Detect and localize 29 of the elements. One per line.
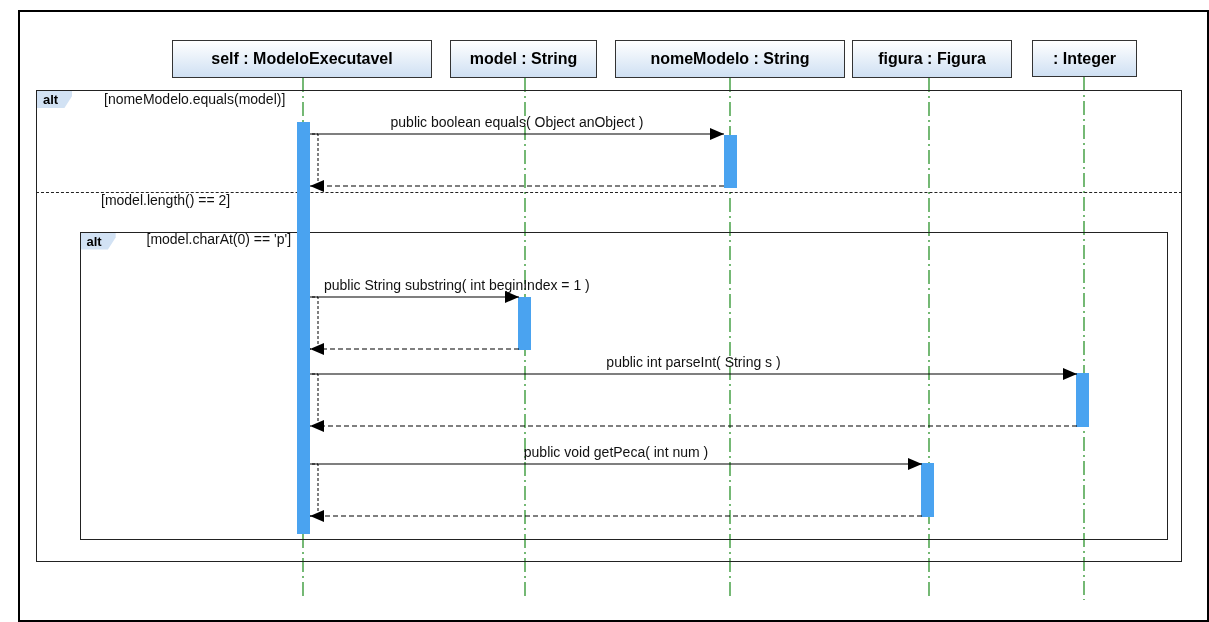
activation-bar <box>518 297 531 350</box>
return-message-arrow <box>309 343 520 355</box>
message-label: public String substring( int beginIndex = 1 ) <box>324 277 590 293</box>
guard-condition: [model.charAt(0) == 'p'] <box>146 230 292 247</box>
message-label: public int parseInt( String s ) <box>606 354 781 370</box>
guard-condition: [model.length() == 2] <box>101 192 231 208</box>
fragment-operator: alt <box>37 91 73 108</box>
lifeline-head: model : String <box>450 40 597 78</box>
message-arrow <box>309 128 725 140</box>
lifeline-head: : Integer <box>1032 40 1137 77</box>
combined-fragment <box>36 90 1182 562</box>
activation-bar <box>921 463 934 517</box>
lifeline-head: nomeModelo : String <box>615 40 845 78</box>
combined-fragment <box>79 231 1168 540</box>
message-arrow <box>309 291 520 303</box>
lifeline-head: figura : Figura <box>852 40 1012 78</box>
message-arrow <box>309 368 1078 380</box>
fragment-operator: alt <box>80 232 116 250</box>
message-label: public boolean equals( Object anObject ) <box>390 114 644 130</box>
return-message-arrow <box>309 180 725 192</box>
activation-bar <box>1076 373 1089 427</box>
activation-bar <box>296 121 310 534</box>
message-arrow <box>309 458 923 470</box>
return-message-arrow <box>309 420 1078 432</box>
activation-bar <box>723 134 737 188</box>
message-label: public void getPeca( int num ) <box>523 444 709 460</box>
lifeline-head: self : ModeloExecutavel <box>172 40 432 78</box>
guard-condition: [nomeModelo.equals(model)] <box>104 91 286 107</box>
return-message-arrow <box>309 510 923 522</box>
